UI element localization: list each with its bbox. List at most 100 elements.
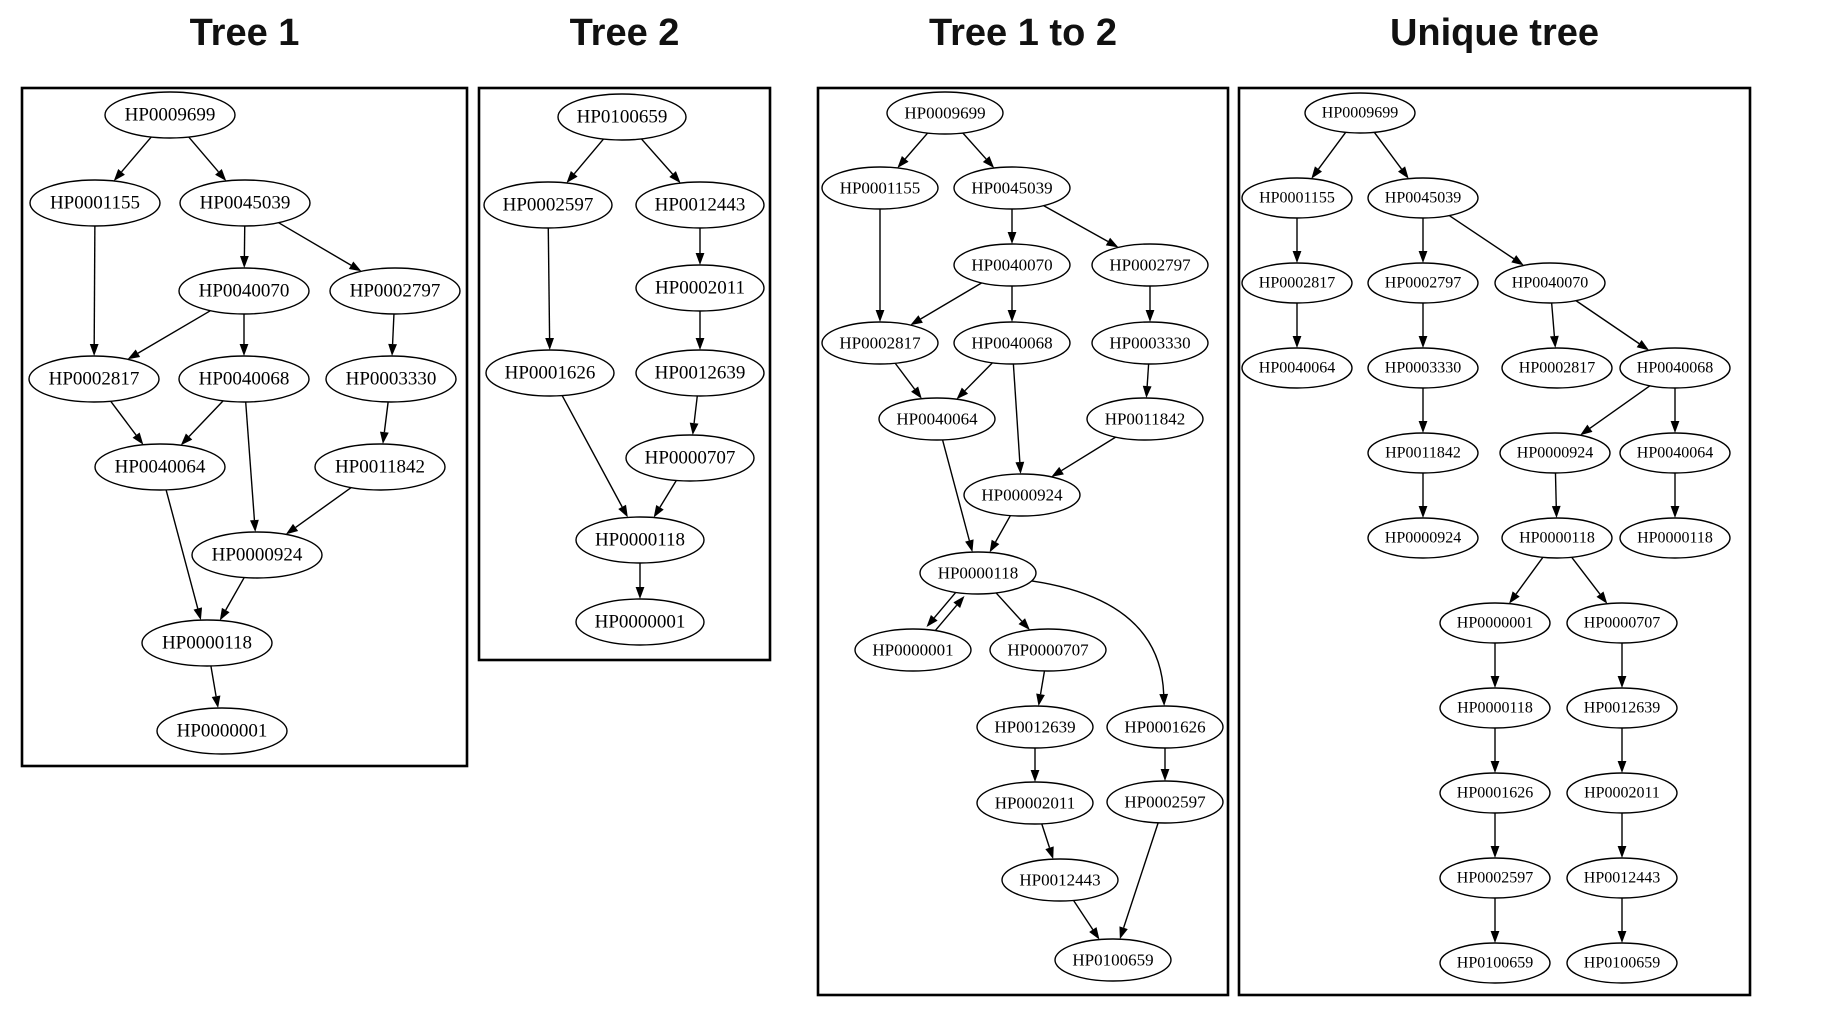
graph-node-HP0009699: HP0009699 — [886, 91, 1004, 135]
graph-node-label: HP0040064 — [1259, 360, 1335, 377]
graph-edge — [695, 228, 705, 265]
graph-edge — [1051, 436, 1117, 477]
graph-node-label: HP0000001 — [1457, 615, 1533, 632]
graph-node-label: HP0002597 — [1457, 870, 1533, 887]
graph-node-HP0002817: HP0002817 — [1241, 262, 1353, 304]
graph-node-label: HP0000707 — [1007, 641, 1089, 660]
graph-node-label: HP0002817 — [1259, 275, 1335, 292]
graph-node-HP0000924: HP0000924 — [191, 531, 323, 579]
graph-node-label: HP0002797 — [1385, 275, 1461, 292]
graph-edge — [1670, 388, 1680, 433]
graph-node-label: HP0000924 — [981, 486, 1063, 505]
graph-edge — [545, 227, 554, 351]
graph-node-label: HP0000001 — [872, 641, 953, 660]
graph-edge — [995, 592, 1030, 631]
panel-border — [20, 86, 469, 768]
graph-node-HP0000001: HP0000001 — [1439, 602, 1551, 644]
graph-node-label: HP0002597 — [503, 195, 594, 216]
graph-node-label: HP0009699 — [904, 104, 985, 123]
graph-node-HP0000118: HP0000118 — [919, 551, 1037, 595]
graph-node-label: HP0100659 — [577, 107, 668, 128]
graph-edge — [566, 138, 605, 183]
graph-edge — [219, 577, 245, 621]
graph-node-label: HP0002011 — [995, 794, 1076, 813]
graph-edge — [1448, 214, 1524, 266]
graph-edge — [1142, 363, 1152, 399]
graph-edge — [1145, 286, 1155, 322]
graph-node-label: HP0002817 — [839, 334, 921, 353]
graph-node-HP0012443: HP0012443 — [635, 181, 765, 229]
graph-node-label: HP0000001 — [595, 612, 686, 633]
graph-node-label: HP0040064 — [115, 457, 206, 478]
graph-node-label: HP0003330 — [1109, 334, 1190, 353]
graph-node-label: HP0000118 — [1519, 530, 1595, 547]
graph-node-HP0040064: HP0040064 — [94, 443, 226, 491]
graph-node-HP0000118: HP0000118 — [141, 619, 273, 667]
graph-edge — [989, 515, 1011, 553]
graph-edge — [932, 595, 965, 634]
graph-node-HP0011842: HP0011842 — [1086, 397, 1204, 441]
graph-edge — [1043, 205, 1119, 248]
graph-edge — [1490, 643, 1500, 688]
graph-edge — [113, 136, 152, 181]
panel-border — [477, 86, 772, 662]
graph-edge — [1551, 472, 1561, 519]
graph-node-HP0000924: HP0000924 — [963, 473, 1081, 517]
graph-edge — [1670, 473, 1680, 518]
graph-edge — [1012, 363, 1025, 475]
graph-node-HP0012443: HP0012443 — [1566, 857, 1678, 899]
graph-node-label: HP0012639 — [655, 363, 746, 384]
graph-edge — [1311, 131, 1347, 179]
graph-edge — [1036, 670, 1046, 707]
graph-node-HP0009699: HP0009699 — [1304, 92, 1416, 134]
graph-node-HP0040068: HP0040068 — [953, 321, 1071, 365]
graph-node-HP0100659: HP0100659 — [1054, 938, 1172, 982]
graph-node-HP0040070: HP0040070 — [1494, 262, 1606, 304]
graph-node-label: HP0000118 — [1637, 530, 1713, 547]
graph-edge — [695, 311, 705, 350]
graph-node-HP0012639: HP0012639 — [976, 705, 1094, 749]
graph-node-HP0001155: HP0001155 — [1241, 177, 1353, 219]
graph-node-HP0003330: HP0003330 — [1367, 347, 1479, 389]
graph-edge — [188, 136, 227, 181]
graph-node-label: HP0040068 — [971, 334, 1052, 353]
graph-node-label: HP0000118 — [1457, 700, 1533, 717]
graph-node-label: HP0009699 — [1322, 105, 1398, 122]
graph-node-HP0040064: HP0040064 — [1619, 432, 1731, 474]
graph-edge — [239, 225, 249, 269]
graph-node-HP0012639: HP0012639 — [635, 349, 765, 397]
graph-node-label: HP0040070 — [971, 256, 1052, 275]
graph-node-label: HP0000924 — [1385, 530, 1461, 547]
panel-border — [1237, 86, 1752, 997]
unique-tree-title: Unique tree — [1389, 12, 1600, 54]
graph-edge — [89, 225, 99, 357]
graph-node-label: HP0040068 — [1637, 360, 1713, 377]
graph-edge — [1490, 898, 1500, 943]
graph-node-HP0011842: HP0011842 — [1367, 432, 1479, 474]
graph-node-label: HP0000118 — [938, 564, 1019, 583]
graph-node-label: HP0012443 — [1019, 871, 1100, 890]
graph-node-HP0002797: HP0002797 — [1367, 262, 1479, 304]
graph-node-HP0040068: HP0040068 — [178, 355, 310, 403]
graph-edge — [1418, 218, 1428, 263]
graph-edge — [239, 314, 249, 356]
graph-node-label: HP0011842 — [1105, 410, 1186, 429]
graph-node-label: HP0045039 — [200, 193, 291, 214]
graph-node-HP0000707: HP0000707 — [625, 434, 755, 482]
graph-node-label: HP0100659 — [1584, 955, 1660, 972]
graph-node-label: HP0002797 — [350, 281, 441, 302]
graph-node-HP0001626: HP0001626 — [1106, 705, 1224, 749]
graph-node-label: HP0040068 — [199, 369, 290, 390]
graph-edge — [1418, 473, 1428, 518]
graph-edge — [875, 209, 885, 322]
graph-edge — [897, 132, 929, 168]
graph-node-HP0000707: HP0000707 — [989, 628, 1107, 672]
graph-edge — [127, 310, 211, 360]
graph-node-label: HP0040064 — [1637, 445, 1713, 462]
graph-node-label: HP0000924 — [1517, 445, 1593, 462]
graph-edge — [244, 401, 259, 533]
graph-node-HP0100659: HP0100659 — [1439, 942, 1551, 984]
